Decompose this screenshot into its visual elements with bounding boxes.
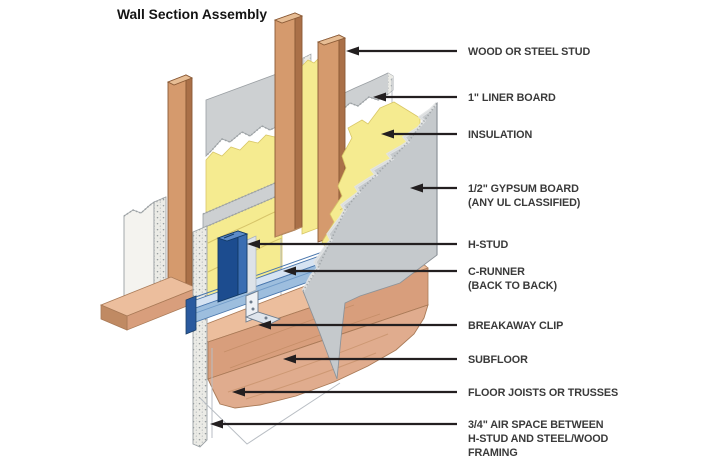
arrow-air-space (210, 419, 457, 429)
breakaway-clip (244, 290, 282, 326)
label-subfloor: SUBFLOOR (468, 354, 528, 366)
label-air-space-2: H-STUD AND STEEL/WOOD (468, 433, 609, 445)
callout-arrows (210, 46, 457, 429)
right-liner-band (337, 72, 394, 119)
middle-wood-stud (273, 12, 304, 238)
floor-joists (207, 304, 429, 409)
label-breakaway-clip: BREAKAWAY CLIP (468, 320, 563, 332)
far-gypsum-panel (123, 196, 167, 301)
arrow-breakaway-clip (258, 320, 457, 330)
far-wood-stud (166, 74, 194, 306)
diagram-title: Wall Section Assembly (117, 7, 267, 22)
label-floor-joists: FLOOR JOISTS OR TRUSSES (468, 387, 618, 399)
arrow-floor-joists (232, 387, 457, 397)
arrow-h-stud (247, 239, 457, 249)
label-gypsum-board-2: (ANY UL CLASSIFIED) (468, 197, 581, 209)
gypsum-hidden-outline (199, 382, 341, 445)
gap-insulation (301, 53, 319, 235)
gypsum-board (301, 101, 439, 380)
label-liner-board: 1" LINER BOARD (468, 92, 556, 104)
arrow-liner-board (373, 92, 457, 102)
arrow-insulation (381, 129, 457, 139)
arrow-c-runner (283, 266, 457, 276)
label-air-space-3: FRAMING (468, 447, 518, 459)
arrow-subfloor (283, 354, 457, 364)
label-air-space-1: 3/4" AIR SPACE BETWEEN (468, 419, 604, 431)
arrow-gypsum-board (410, 183, 457, 193)
subfloor-left-plank (99, 276, 199, 331)
label-insulation: INSULATION (468, 129, 532, 141)
label-wood-or-steel-stud: WOOD OR STEEL STUD (468, 46, 590, 58)
center-liner-board-strip (192, 225, 208, 448)
label-h-stud: H-STUD (468, 239, 508, 251)
label-gypsum-board-1: 1/2" GYPSUM BOARD (468, 183, 579, 195)
label-c-runner-1: C-RUNNER (468, 266, 525, 278)
label-c-runner-2: (BACK TO BACK) (468, 280, 557, 292)
arrow-wood-or-steel-stud (346, 46, 457, 56)
callout-labels: WOOD OR STEEL STUD 1" LINER BOARD INSULA… (468, 46, 618, 459)
h-stud (216, 230, 249, 303)
